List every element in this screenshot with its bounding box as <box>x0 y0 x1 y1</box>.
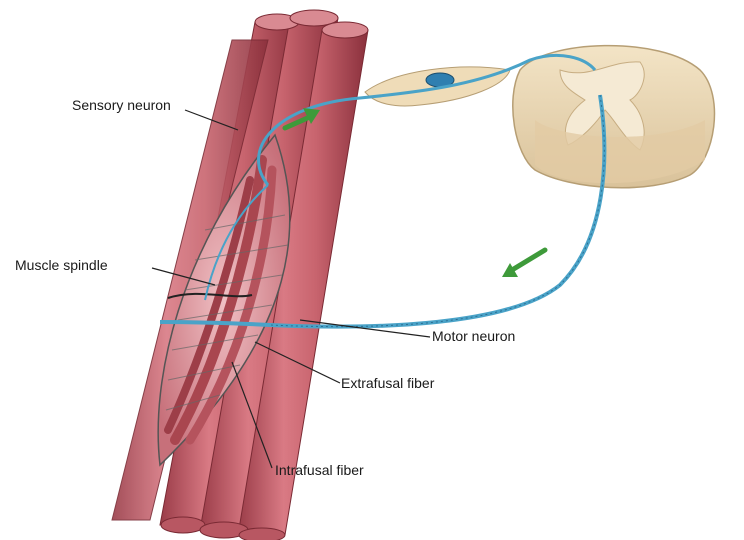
fiber-end <box>239 528 285 540</box>
fiber-end <box>161 517 205 533</box>
intrafusal-fiber-label: Intrafusal fiber <box>275 463 364 477</box>
extrafusal-fiber-label: Extrafusal fiber <box>341 376 434 390</box>
dorsal-root-ganglion <box>365 67 510 106</box>
spinal-cord <box>513 46 715 188</box>
motor-direction-arrow <box>502 250 545 277</box>
green-arrow-icon <box>512 250 545 270</box>
fiber-end <box>322 22 368 38</box>
sensory-neuron-label: Sensory neuron <box>72 98 171 112</box>
muscle-spindle-label: Muscle spindle <box>15 258 108 272</box>
motor-neuron-label: Motor neuron <box>432 329 515 343</box>
